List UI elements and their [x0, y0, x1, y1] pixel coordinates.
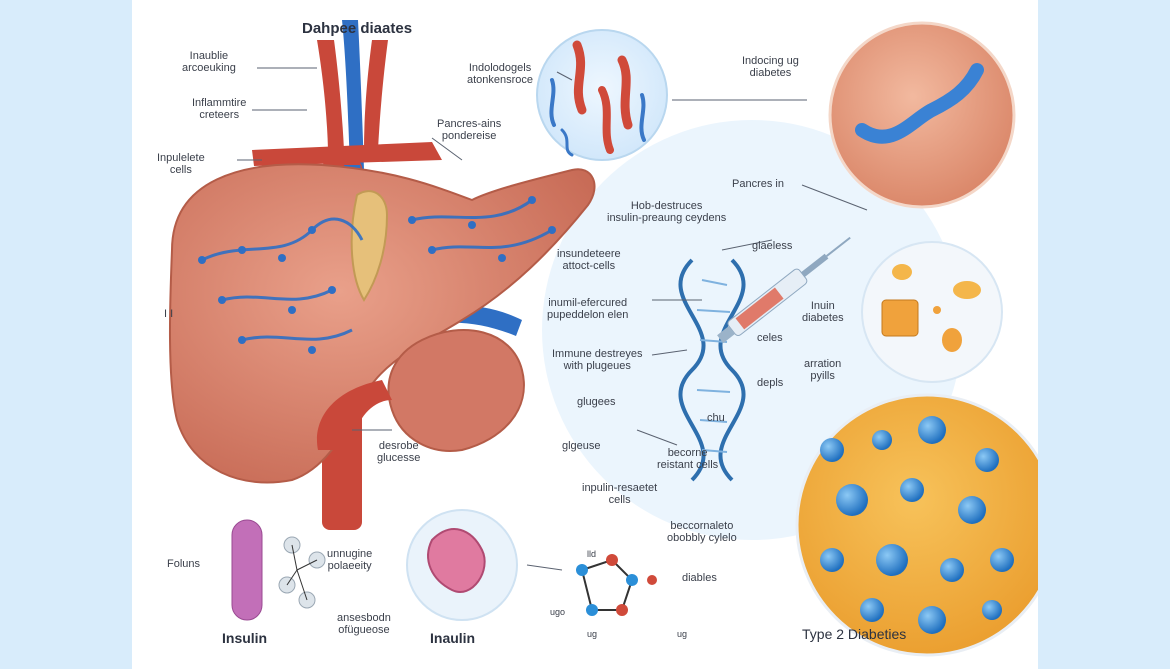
liver-nodes: [198, 196, 556, 354]
label-mol-bottom2: ug: [677, 629, 688, 639]
illustration-art: [168, 20, 1038, 657]
label-unique-polarity: unnugine polaeeity: [327, 548, 373, 572]
label-inducing-diabetes: Indocing ug diabetes: [742, 55, 799, 79]
glucose-atoms: [576, 554, 657, 616]
label-marker-ii: I I: [164, 308, 174, 320]
dna-helix: [678, 258, 746, 482]
label-become-resistant: becorne reistant cells: [657, 447, 719, 471]
bacteria-rods: [549, 40, 646, 157]
label-pancreas-in: Pancres in: [732, 178, 784, 190]
insulin-capsule: [231, 519, 263, 621]
label-immune-destroys: Immune destreyes with plugeues: [552, 348, 643, 372]
dna-rungs: [696, 279, 731, 453]
label-diables: diables: [682, 572, 717, 584]
label-mol-left: ugo: [550, 607, 566, 617]
label-insulin-diabetes: Inuin diabetes: [802, 300, 844, 324]
cheese-pieces: [881, 264, 981, 352]
label-immune-effected: inumil-efercured pupeddelon elen: [547, 297, 629, 321]
label-autoimmune-top: Indolodogels atonkensroce: [467, 62, 534, 86]
label-deps: depls: [757, 377, 784, 389]
label-glucose-less: glaeless: [752, 240, 793, 252]
label-foluns: Foluns: [167, 558, 201, 570]
liver: [168, 163, 596, 484]
label-glucose-mid: glugees: [577, 396, 616, 408]
label-mol-bottom: ug: [587, 629, 598, 639]
label-inflammatory-creters: Inflammtire creteers: [192, 97, 247, 121]
glucose-molecule: [580, 558, 634, 611]
liver-vessel-network: [201, 198, 553, 342]
label-attention-pyils: arration pyills: [804, 358, 842, 382]
diagram-title: Dahpee diaates: [302, 20, 413, 37]
label-chu: chu: [707, 412, 725, 424]
left-margin-panel: [0, 0, 132, 669]
syringe: [717, 236, 851, 344]
leader-lines: [237, 67, 868, 571]
label-insulin-resistant: inpulin-resaetet cells: [582, 482, 658, 506]
label-insulin-left: Insulin: [222, 630, 268, 646]
insulin-protein: [427, 528, 486, 593]
pancreas-body: [387, 329, 525, 452]
label-mol-top: lld: [587, 549, 597, 559]
cells-circle: [795, 393, 1038, 657]
label-pancreas-ponderese: Pancres-ains pondereise: [437, 118, 502, 142]
label-describe-glucose: desrobe glucesse: [377, 440, 421, 464]
molecule-balls: [278, 536, 326, 609]
gallbladder: [350, 190, 389, 302]
label-cells-right: celes: [757, 332, 783, 344]
label-insulin-accoding: Inaublie arcoeuking: [182, 50, 236, 74]
label-insulin-cells: Inpulelete cells: [157, 152, 205, 176]
blue-cells: [820, 416, 1014, 634]
label-glucose-low: glgeuse: [562, 440, 601, 452]
label-absorption-glucose: ansesbodn ofügueose: [337, 612, 391, 636]
label-become-probably: beccornaleto obobbly cylelo: [667, 520, 737, 544]
label-type2: Type 2 Diabeties: [802, 626, 907, 642]
label-insulin-select-cells: insundeteere attoct-cells: [557, 248, 621, 272]
label-hob-destructs: Hob-destruces insulin-preaung ceydens: [607, 200, 727, 224]
tissue-worm: [855, 63, 984, 144]
right-margin-panel: [1038, 0, 1170, 669]
label-insulin-mid: Inaulin: [430, 630, 476, 646]
illustration-canvas: Dahpee diaates Inaublie arcoeuking Infla…: [132, 0, 1038, 669]
